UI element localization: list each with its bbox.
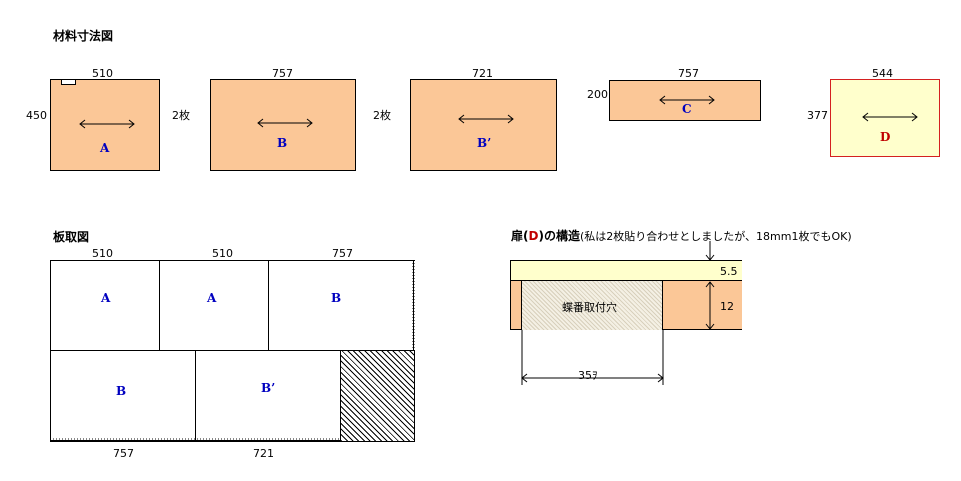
panel-d-label: D (880, 130, 891, 144)
waste-area-hatched (340, 350, 415, 442)
panel-d-height: 377 (807, 109, 828, 122)
door-title-note: (私は2枚貼り合わせとしましたが、18mm1枚でもOK) (579, 230, 852, 243)
cut-piece-a1 (50, 260, 160, 351)
panel-b-prime-label: B’ (477, 136, 492, 150)
bottom-layer-thickness: 12 (720, 300, 734, 313)
panel-b-prime (410, 79, 557, 171)
section-title-material-dimensions: 材料寸法図 (53, 29, 114, 43)
hinge-hole (521, 281, 663, 330)
panel-b-prime-grain-arrow (458, 114, 514, 124)
panel-c-label: C (682, 102, 692, 116)
panel-b2-width: 721 (472, 67, 493, 80)
cut-label-b2: B (116, 384, 127, 398)
cut-top-width-1: 510 (92, 247, 113, 260)
panel-b-grain-arrow (257, 118, 313, 128)
door-title-letter: D (528, 229, 539, 243)
door-title-prefix: 扉( (511, 229, 529, 243)
cut-label-a2: A (207, 291, 217, 305)
panel-b (210, 79, 356, 171)
hinge-hole-label: 蝶番取付穴 (562, 301, 617, 314)
panel-a-width: 510 (92, 67, 113, 80)
hole-diameter-dimension (521, 330, 664, 385)
door-title-suffix: )の構造 (538, 229, 580, 243)
cut-bottom-width-2: 721 (253, 447, 274, 460)
top-layer-thickness: 5.5 (720, 265, 738, 278)
cut-piece-b2 (50, 350, 196, 441)
cut-label-b1: B (331, 291, 342, 305)
panel-a-height: 450 (26, 109, 47, 122)
panel-c-height: 200 (587, 88, 608, 101)
bottom-layer-dimension-arrow (705, 281, 715, 330)
panel-a-qty: 2枚 (172, 109, 190, 122)
panel-a-label: A (100, 141, 110, 155)
panel-c-width: 757 (678, 67, 699, 80)
panel-a (50, 79, 160, 171)
cut-label-a1: A (101, 291, 111, 305)
panel-b-width: 757 (272, 67, 293, 80)
panel-d-width: 544 (872, 67, 893, 80)
panel-b-qty: 2枚 (373, 109, 391, 122)
cut-bottom-width-1: 757 (113, 447, 134, 460)
top-layer-arrow (705, 241, 715, 261)
hole-diameter-label: 35ｦ (578, 369, 598, 382)
panel-b-label: B (277, 136, 288, 150)
cut-top-width-3: 757 (332, 247, 353, 260)
panel-c-grain-arrow (659, 95, 715, 105)
door-structure-title: 扉(D)の構造(私は2枚貼り合わせとしましたが、18mm1枚でもOK) (511, 227, 852, 244)
cut-piece-b-prime (195, 350, 341, 441)
cut-label-b-prime: B’ (261, 381, 276, 395)
panel-a-grain-arrow (79, 119, 135, 129)
cut-piece-a2 (159, 260, 269, 351)
cut-piece-b1 (268, 260, 414, 351)
section-title-cutting-layout: 板取図 (53, 230, 90, 244)
door-top-layer (510, 260, 742, 281)
panel-d (830, 79, 940, 157)
panel-d-grain-arrow (862, 112, 918, 122)
panel-a-notch (61, 80, 76, 85)
cut-top-width-2: 510 (212, 247, 233, 260)
